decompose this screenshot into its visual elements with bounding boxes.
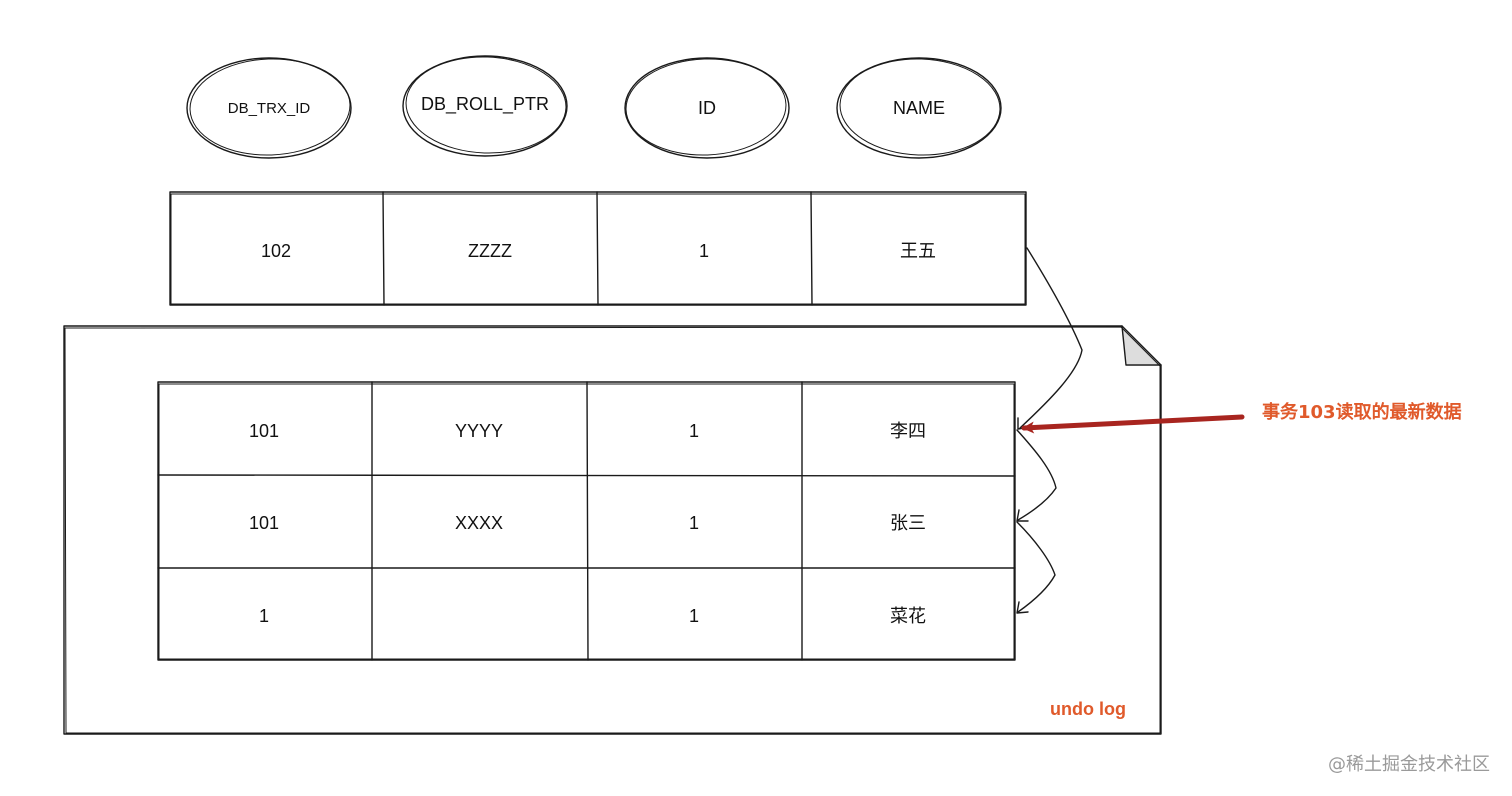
column-header-label: DB_ROLL_PTR [421,94,549,115]
undo-row-cell: 101 [249,513,279,533]
undo-row-cell: 1 [689,606,699,626]
current-row: 102 ZZZZ 1 王五 [169,191,1027,306]
latest-data-arrow [1021,414,1245,434]
column-header-label: NAME [893,98,945,118]
undo-row-cell: 菜花 [890,606,926,626]
watermark: @稀土掘金技术社区 [1328,754,1490,775]
current-row-cell: 王五 [900,241,936,261]
column-header-name: NAME [836,57,1002,159]
version-chain-arrows [1016,247,1083,614]
roll-pointer-arrow [1017,247,1083,430]
undo-row-cell: 1 [689,513,699,533]
column-header-db-roll-ptr: DB_ROLL_PTR [402,55,568,157]
undo-row-cell: 1 [689,421,699,441]
undo-log-label: undo log [1050,699,1126,719]
undo-row-cell: 101 [249,421,279,441]
column-header-db-trx-id: DB_TRX_ID [186,57,352,159]
annotation-label: 事务103读取的最新数据 [1262,401,1462,423]
roll-pointer-arrow [1016,429,1057,522]
column-header-label: DB_TRX_ID [228,100,311,117]
current-row-cell: 1 [699,241,709,261]
roll-pointer-arrow [1016,521,1056,614]
current-row-cell: 102 [261,241,291,261]
undo-row: 1 1 菜花 [259,606,926,626]
column-header-label: ID [698,98,716,118]
column-header-id: ID [624,57,790,159]
undo-row-cell: 1 [259,606,269,626]
undo-row-cell: 李四 [890,421,926,441]
undo-row: 101 YYYY 1 李四 [249,421,926,441]
undo-row: 101 XXXX 1 张三 [249,513,926,533]
undo-row-cell: 张三 [890,513,926,533]
undo-log-frame [63,325,1162,735]
undo-row-cell: YYYY [455,421,503,441]
undo-log-table: 101 YYYY 1 李四 101 XXXX 1 张三 1 1 菜花 [157,381,1016,661]
column-headers: DB_TRX_ID DB_ROLL_PTR ID NAME [186,55,1002,159]
undo-row-cell: XXXX [455,513,503,533]
current-row-cell: ZZZZ [468,241,512,261]
